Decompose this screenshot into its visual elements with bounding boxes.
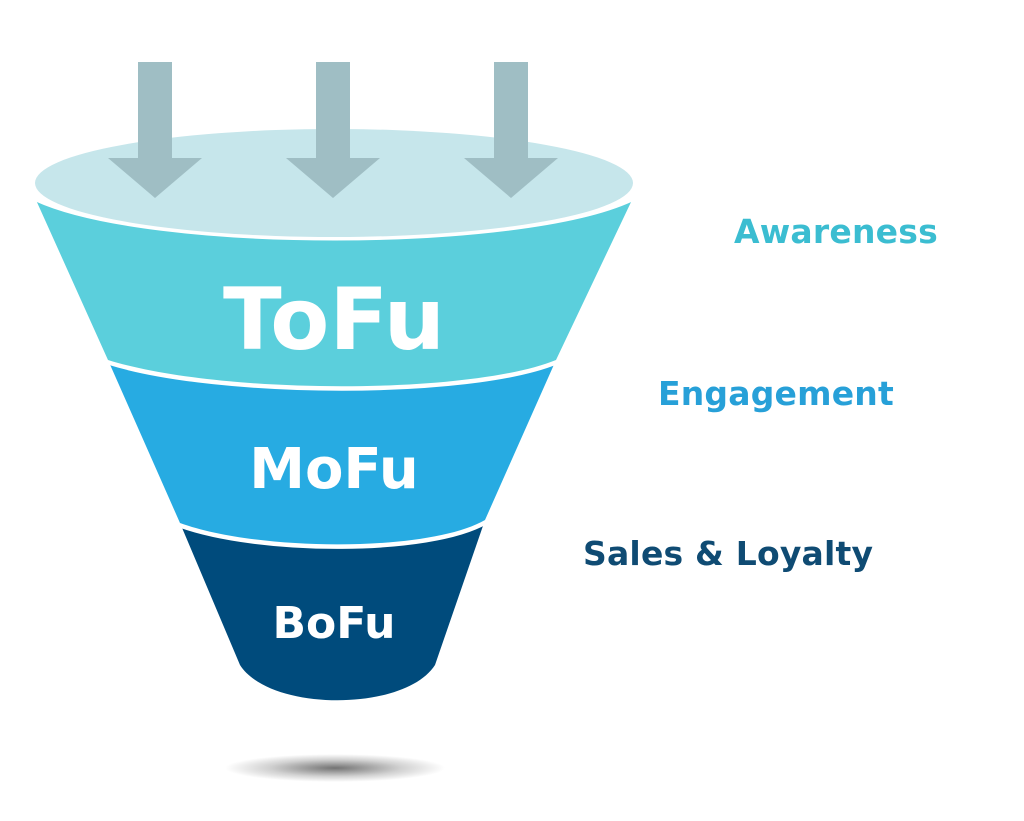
engagement-label: Engagement (658, 374, 894, 413)
tofu-section (36, 200, 632, 387)
tofu-label: ToFu (222, 270, 446, 370)
funnel-rim-line (35, 198, 633, 241)
sales-loyalty-label: Sales & Loyalty (583, 534, 874, 573)
arrow-down-icon (108, 62, 202, 198)
arrow-down-icon (286, 62, 380, 198)
bofu-section (180, 520, 485, 701)
funnel-shadow (225, 754, 445, 782)
mofu-label: MoFu (249, 437, 419, 502)
mofu-section (108, 360, 556, 545)
arrow-down-icon (464, 62, 558, 198)
bofu-label: BoFu (272, 598, 396, 649)
awareness-label: Awareness (734, 212, 938, 251)
